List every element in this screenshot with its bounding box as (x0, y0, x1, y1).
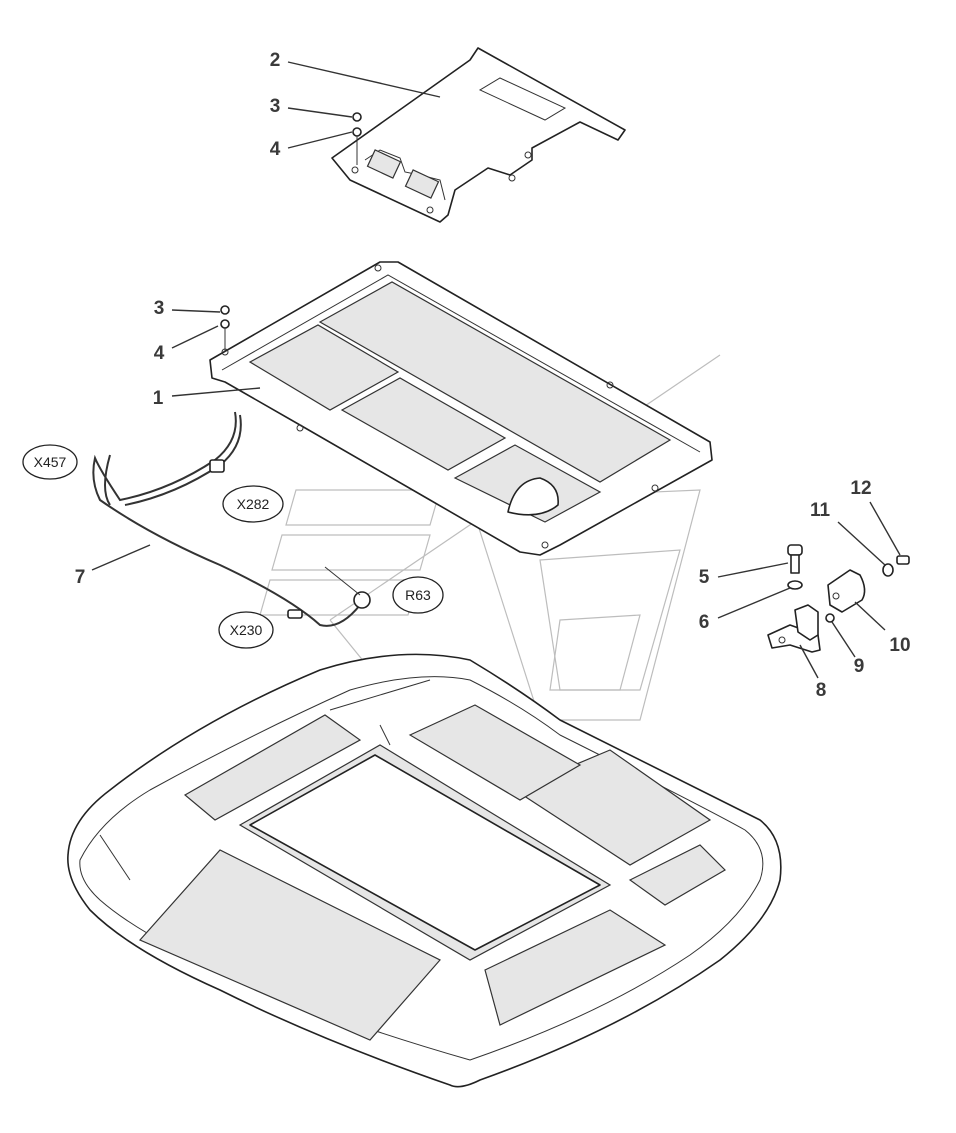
callout-12: 12 (850, 478, 871, 499)
callout-4-upper: 4 (270, 139, 281, 160)
part-7-wiring-harness (92, 411, 371, 627)
part-1-cover-panel (209, 261, 713, 556)
connector-x282-label: X282 (237, 496, 270, 512)
part-10-clamp (827, 569, 866, 613)
callout-3-upper: 3 (270, 96, 281, 117)
connector-x282: X282 (222, 485, 284, 523)
part-8-bracket (767, 604, 821, 653)
fastener-bolt-upper (352, 112, 362, 165)
part-11-washer (882, 563, 894, 577)
callout-2: 2 (270, 50, 281, 71)
connector-x457-label: X457 (34, 454, 67, 470)
callout-4-lower: 4 (154, 343, 165, 364)
fastener-bolt-lower (220, 305, 230, 352)
cab-roof-assembly (67, 653, 782, 1088)
part-12-screw (896, 555, 910, 565)
connector-r63-label: R63 (405, 587, 431, 603)
callout-9: 9 (854, 656, 865, 677)
part-9-nut (825, 613, 835, 623)
connector-r63: R63 (392, 576, 444, 614)
callout-numbers: 2 3 4 3 4 1 7 5 6 8 9 10 11 12 (75, 50, 911, 701)
part-6-washer (787, 580, 803, 590)
callout-1: 1 (153, 388, 164, 409)
callout-5: 5 (699, 567, 710, 588)
part-5-bolt (787, 544, 803, 574)
callout-8: 8 (816, 680, 827, 701)
callout-10: 10 (889, 635, 910, 656)
callout-7: 7 (75, 567, 86, 588)
part-2-bracket-panel (331, 47, 626, 223)
callout-6: 6 (699, 612, 710, 633)
connector-x457: X457 (22, 444, 78, 480)
callout-3-lower: 3 (154, 298, 165, 319)
callout-11: 11 (810, 500, 831, 521)
connector-x230-label: X230 (230, 622, 263, 638)
connector-x230: X230 (218, 611, 274, 649)
leader-lines (91, 61, 901, 679)
